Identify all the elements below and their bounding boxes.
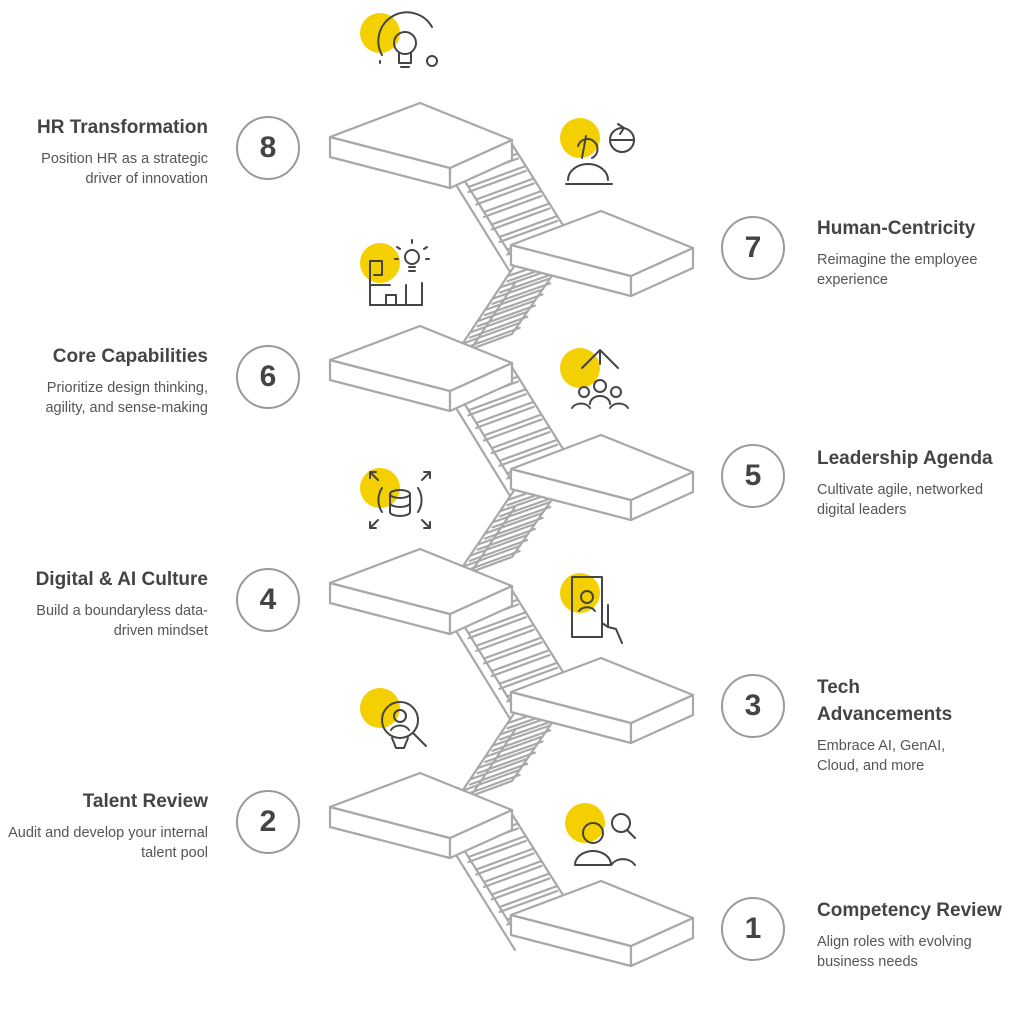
step-number-7: 7 bbox=[721, 216, 785, 280]
maze-lightbulb-icon bbox=[360, 239, 430, 306]
step-5: Leadership Agenda Cultivate agile, netwo… bbox=[817, 445, 1017, 520]
platform-right-1 bbox=[509, 879, 695, 968]
step-desc: Align roles with evolving business needs bbox=[817, 934, 972, 970]
step-number-1: 1 bbox=[721, 897, 785, 961]
platforms bbox=[328, 101, 695, 968]
lightbulb-idea-icon bbox=[360, 11, 438, 68]
magnifier-person-icon bbox=[360, 688, 427, 749]
step-desc: Position HR as a strategic driver of inn… bbox=[41, 151, 208, 187]
step-number-3: 3 bbox=[721, 674, 785, 738]
icons bbox=[360, 11, 636, 866]
people-search-icon bbox=[565, 803, 636, 866]
step-2: Talent Review Audit and develop your int… bbox=[8, 788, 208, 863]
person-cycle-icon bbox=[560, 118, 635, 185]
team-arrow-up-icon bbox=[560, 348, 629, 409]
step-number-2: 2 bbox=[236, 790, 300, 854]
platform-left-4 bbox=[328, 547, 514, 636]
step-desc: Audit and develop your internal talent p… bbox=[8, 825, 208, 861]
step-title: HR Transformation bbox=[36, 117, 208, 138]
platform-left-6 bbox=[328, 324, 514, 413]
step-number-4: 4 bbox=[236, 568, 300, 632]
platform-left-8 bbox=[328, 101, 514, 190]
step-4: Digital & AI Culture Build a boundaryles… bbox=[8, 566, 208, 641]
step-title: Human-Centricity bbox=[817, 218, 976, 239]
step-number-5: 5 bbox=[721, 444, 785, 508]
step-title: Leadership Agenda bbox=[817, 448, 993, 469]
step-desc: Cultivate agile, networked digital leade… bbox=[817, 482, 984, 518]
platform-right-7 bbox=[509, 209, 695, 298]
platform-right-5 bbox=[509, 433, 695, 522]
step-1: Competency Review Align roles with evolv… bbox=[817, 897, 1017, 972]
step-number-6: 6 bbox=[236, 345, 300, 409]
tablet-touch-icon bbox=[560, 573, 623, 644]
step-title: Tech Advancements bbox=[817, 677, 953, 725]
step-title: Digital & AI Culture bbox=[35, 569, 208, 590]
step-title: Talent Review bbox=[82, 791, 208, 812]
step-7: Human-Centricity Reimagine the employee … bbox=[817, 215, 1017, 290]
step-desc: Embrace AI, GenAI, Cloud, and more bbox=[817, 738, 946, 774]
step-desc: Prioritize design thinking, agility, and… bbox=[45, 380, 208, 416]
step-title: Core Capabilities bbox=[52, 346, 208, 367]
platform-left-2 bbox=[328, 771, 514, 860]
step-number-8: 8 bbox=[236, 116, 300, 180]
platform-right-3 bbox=[509, 656, 695, 745]
step-3: Tech Advancements Embrace AI, GenAI, Clo… bbox=[817, 674, 987, 776]
step-8: HR Transformation Position HR as a strat… bbox=[8, 114, 208, 189]
step-desc: Reimagine the employee experience bbox=[817, 252, 978, 288]
step-desc: Build a boundaryless data-driven mindset bbox=[36, 603, 208, 639]
step-title: Competency Review bbox=[817, 900, 1002, 921]
database-expand-icon bbox=[360, 468, 431, 529]
step-6: Core Capabilities Prioritize design thin… bbox=[8, 343, 208, 418]
